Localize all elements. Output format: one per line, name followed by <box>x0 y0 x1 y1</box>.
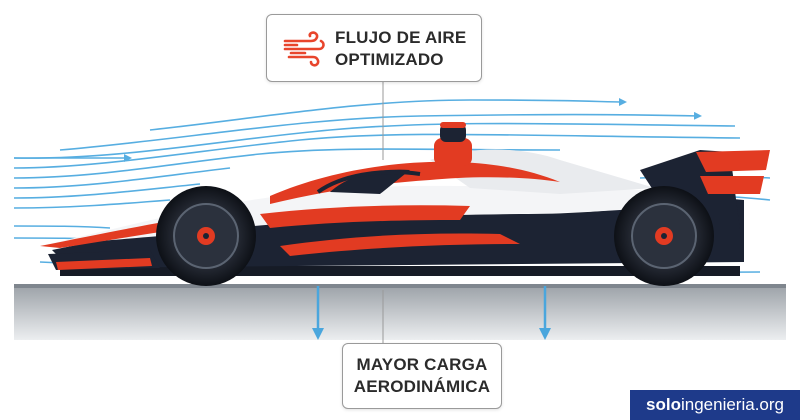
watermark: soloingenieria.org <box>630 390 800 420</box>
front-wheel <box>156 186 256 286</box>
airflow-line <box>13 199 171 209</box>
wind-icon <box>283 31 325 67</box>
airbox-cap <box>440 122 466 128</box>
floor-red-swoosh <box>280 233 520 256</box>
cockpit <box>330 169 410 194</box>
airbox <box>434 138 472 166</box>
downforce-callout: MAYOR CARGA AERODINÁMICA <box>342 343 502 409</box>
airflow-callout: FLUJO DE AIRE OPTIMIZADO <box>266 14 482 82</box>
body-red-top <box>270 161 560 204</box>
airflow-line <box>13 225 111 229</box>
watermark-brand: solo <box>646 395 681 414</box>
airflow-line <box>13 183 201 199</box>
road-edge <box>14 284 786 288</box>
airflow-callout-line2: OPTIMIZADO <box>335 50 444 69</box>
airflow-line <box>149 97 627 131</box>
downforce-callout-line2: AERODINÁMICA <box>353 377 491 396</box>
airflow-callout-line1: FLUJO DE AIRE <box>335 28 467 47</box>
road-surface <box>14 284 786 340</box>
airbox-intake <box>440 124 466 142</box>
airflow-line <box>59 111 702 151</box>
watermark-rest: ingenieria.org <box>680 395 784 414</box>
rear-wheel <box>614 186 714 286</box>
halo <box>316 170 421 194</box>
airflow-line <box>13 133 741 169</box>
f1-car <box>40 122 770 286</box>
rear-wing-upper <box>696 150 770 172</box>
airflow-callout-text: FLUJO DE AIRE OPTIMIZADO <box>335 27 466 71</box>
downforce-callout-text: MAYOR CARGA AERODINÁMICA <box>343 354 501 398</box>
engine-cover <box>430 149 655 194</box>
front-wing-red <box>56 258 152 270</box>
airflow-line <box>13 122 736 159</box>
sidepod-red <box>260 205 470 228</box>
downforce-callout-line1: MAYOR CARGA <box>356 355 488 374</box>
downforce-arrows <box>312 286 551 340</box>
rear-wing-lower <box>700 176 764 194</box>
airflow-line <box>13 167 231 189</box>
